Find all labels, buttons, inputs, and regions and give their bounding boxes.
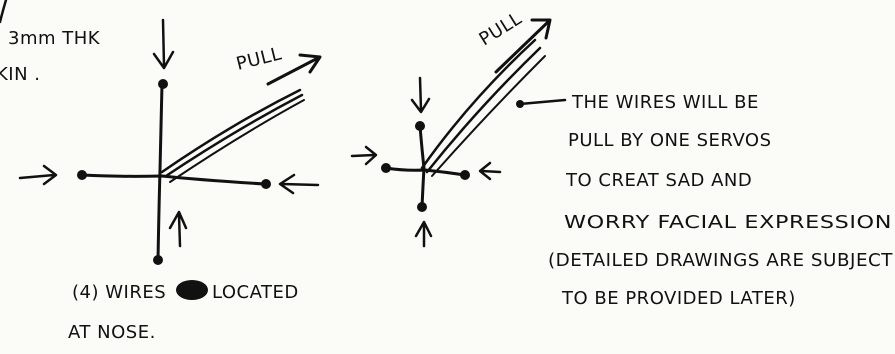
left-pull-wire-3: [169, 99, 305, 183]
left-left-arrow-icon: [278, 173, 320, 195]
right-top-dot: [415, 121, 425, 131]
note-leader-dot: [516, 100, 524, 108]
wires-caption-line2: AT NOSE.: [68, 322, 156, 343]
left-left-dot: [77, 170, 87, 180]
left-pull-arrow-icon: [266, 53, 322, 86]
right-bottom-dot: [417, 202, 427, 212]
left-vertical-wire: [156, 82, 164, 262]
thickness-note-line1: 3mm THK: [8, 28, 101, 49]
right-pull-arrow-icon: [494, 18, 552, 74]
edge-pen-stroke: [0, 0, 8, 24]
right-pull-wire-2: [425, 46, 542, 174]
left-top-dot: [158, 79, 168, 89]
wires-caption-line1b: LOCATED: [212, 282, 299, 303]
right-pull-label: PULL: [476, 8, 526, 50]
thickness-note-line2: KIN .: [0, 64, 41, 85]
note-line2: PULL BY ONE SERVOS: [568, 130, 772, 151]
right-horizontal-wire: [384, 166, 467, 177]
note-line3: TO CREAT SAD AND: [565, 170, 752, 191]
right-vertical-wire: [418, 124, 426, 209]
right-right-arrow-icon: [350, 145, 378, 166]
right-left-dot: [381, 163, 391, 173]
left-pull-label: PULL: [234, 43, 284, 75]
right-wire-diagram: PULL: [350, 8, 552, 248]
note-line6: TO BE PROVIDED LATER): [561, 288, 796, 309]
right-pull-wire-3: [431, 55, 546, 177]
left-pull-wire-2: [164, 93, 304, 178]
note-line5: (DETAILED DRAWINGS ARE SUBJECT: [548, 250, 894, 271]
right-right-dot: [460, 170, 470, 180]
wires-caption-line1: (4) WIRES: [72, 282, 166, 303]
right-left-arrow-icon: [478, 161, 502, 181]
left-bottom-dot: [153, 255, 163, 265]
left-right-dot: [261, 179, 271, 189]
left-down-arrow-icon: [152, 18, 175, 70]
scribble-mark: [176, 280, 208, 300]
right-pull-wire-1: [420, 38, 537, 170]
right-up-arrow-icon: [414, 220, 433, 248]
right-down-arrow-icon: [410, 76, 431, 114]
left-pull-wire-1: [160, 88, 302, 174]
left-right-arrow-icon: [18, 164, 58, 186]
note-line1: THE WIRES WILL BE: [571, 92, 759, 113]
note-line4: WORRY FACIAL EXPRESSION: [564, 212, 892, 233]
note-leader-line: [518, 98, 567, 106]
left-up-arrow-icon: [168, 210, 188, 248]
left-wire-diagram: PULL: [18, 18, 322, 265]
left-horizontal-wire: [80, 173, 267, 186]
